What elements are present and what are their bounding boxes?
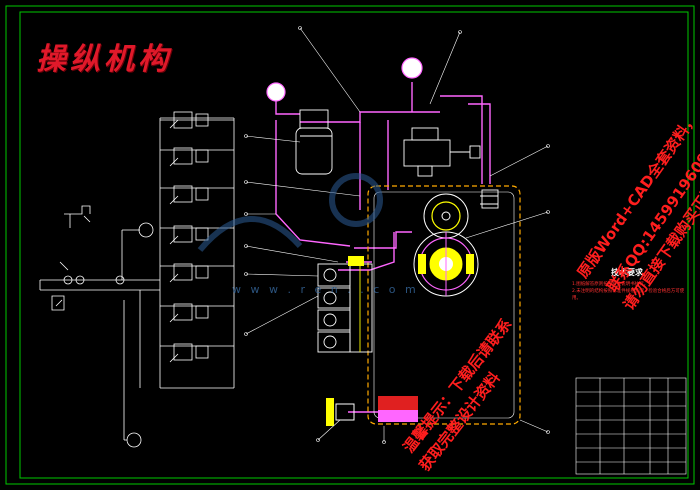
leader-lines (244, 26, 550, 444)
accumulator (295, 109, 333, 175)
gauge-right (401, 57, 423, 79)
title-block (575, 377, 687, 475)
spool-valve-stack (317, 263, 373, 353)
tech-notes: 1.图纸解答原则按照有关说明书执行。 2.未注明的结构按照标准件规格装配，检验合… (572, 281, 690, 302)
logo-watermark (197, 173, 383, 252)
outer-frame (5, 5, 695, 485)
yellow-fitting (348, 256, 364, 266)
inner-frame (19, 11, 689, 479)
hydraulic-schematic (39, 111, 235, 448)
tech-note-item: 1.图纸解答原则按照有关说明书执行。 (572, 282, 649, 287)
pressure-gauges (266, 57, 423, 102)
gauge-left (266, 82, 286, 102)
pipework (275, 82, 491, 413)
gearbox-housing (367, 185, 521, 425)
site-watermark: w w w . r e n . . c o m (232, 283, 419, 296)
valve-row (160, 111, 234, 361)
control-valve (403, 127, 499, 209)
drawing-title: 操纵机构 (36, 42, 172, 77)
operating-cylinder (326, 396, 418, 426)
gear-assembly (413, 193, 479, 297)
tech-notes-title: 技术要求 (611, 268, 643, 277)
tech-note-item: 2.未注明的结构按照标准件规格装配，检验合格后方可使用。 (572, 289, 685, 301)
